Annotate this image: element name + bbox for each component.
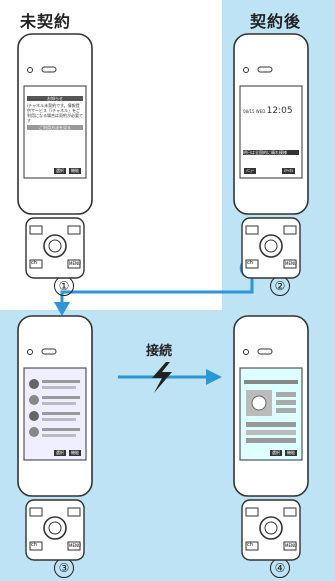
- standby-clock: 12:05: [266, 106, 293, 116]
- softkey-right[interactable]: iﾁｬﾈﾙ: [282, 168, 296, 174]
- label-before-contract: 未契約: [20, 12, 72, 31]
- softkey-right[interactable]: 機能: [69, 168, 81, 174]
- screen-notice: お知らせ iチャネル未契約です。情報提供サービス「iチャネル」をご利用になる場合…: [27, 96, 83, 158]
- connector-line: [60, 270, 254, 306]
- ch-key[interactable]: ch: [247, 542, 253, 548]
- softkey-left[interactable]: 選択: [270, 450, 282, 456]
- phone-before-contract: お知らせ iチャネル未契約です。情報提供サービス「iチャネル」をご利用になる場合…: [14, 32, 96, 282]
- menu-key[interactable]: MENU: [69, 261, 81, 266]
- down-arrow-head: [54, 302, 70, 316]
- menu-key[interactable]: MENU: [285, 261, 297, 266]
- softkey-right[interactable]: 機能: [69, 450, 81, 456]
- channel-list-content: [29, 379, 80, 437]
- phone-body: [17, 315, 93, 561]
- ch-key[interactable]: ch: [247, 260, 253, 266]
- screen-standby: 08/15 WED 12:05 明日は全国的に晴れ模様: [243, 96, 299, 158]
- softkey-right[interactable]: 機能: [285, 450, 297, 456]
- softkey-left[interactable]: ﾒﾆｭｰ: [244, 168, 256, 174]
- menu-key[interactable]: MENU: [69, 543, 81, 548]
- phone-after-contract: 08/15 WED 12:05 明日は全国的に晴れ模様 ﾒﾆｭｰ iﾁｬﾈﾙ c…: [230, 32, 312, 282]
- phone-channel-detail: 選択 機能 ch MENU: [230, 314, 312, 564]
- connect-label: 接続: [146, 344, 173, 359]
- right-arrow-head: [206, 369, 222, 385]
- ch-key[interactable]: ch: [31, 260, 37, 266]
- notice-title: お知らせ: [27, 96, 83, 101]
- notice-message: iチャネル未契約です。情報提供サービス「iチャネル」をご利用になる場合は契約が必…: [27, 103, 83, 123]
- lightning-icon: [152, 362, 172, 393]
- ticker-bar[interactable]: 明日は全国的に晴れ模様: [243, 150, 299, 155]
- notice-button[interactable]: ご利用方法を見る: [27, 125, 83, 130]
- phone-channel-list: 選択 機能 ch MENU: [14, 314, 96, 564]
- menu-key[interactable]: MENU: [285, 543, 297, 548]
- softkey-left[interactable]: 選択: [54, 168, 66, 174]
- sun-icon: [251, 395, 267, 411]
- standby-date: 08/15 WED: [243, 109, 266, 114]
- softkey-left[interactable]: 選択: [54, 450, 66, 456]
- ch-key[interactable]: ch: [31, 542, 37, 548]
- phone-body: [233, 315, 309, 561]
- label-after-contract: 契約後: [250, 12, 302, 31]
- channel-detail-content: [244, 380, 298, 443]
